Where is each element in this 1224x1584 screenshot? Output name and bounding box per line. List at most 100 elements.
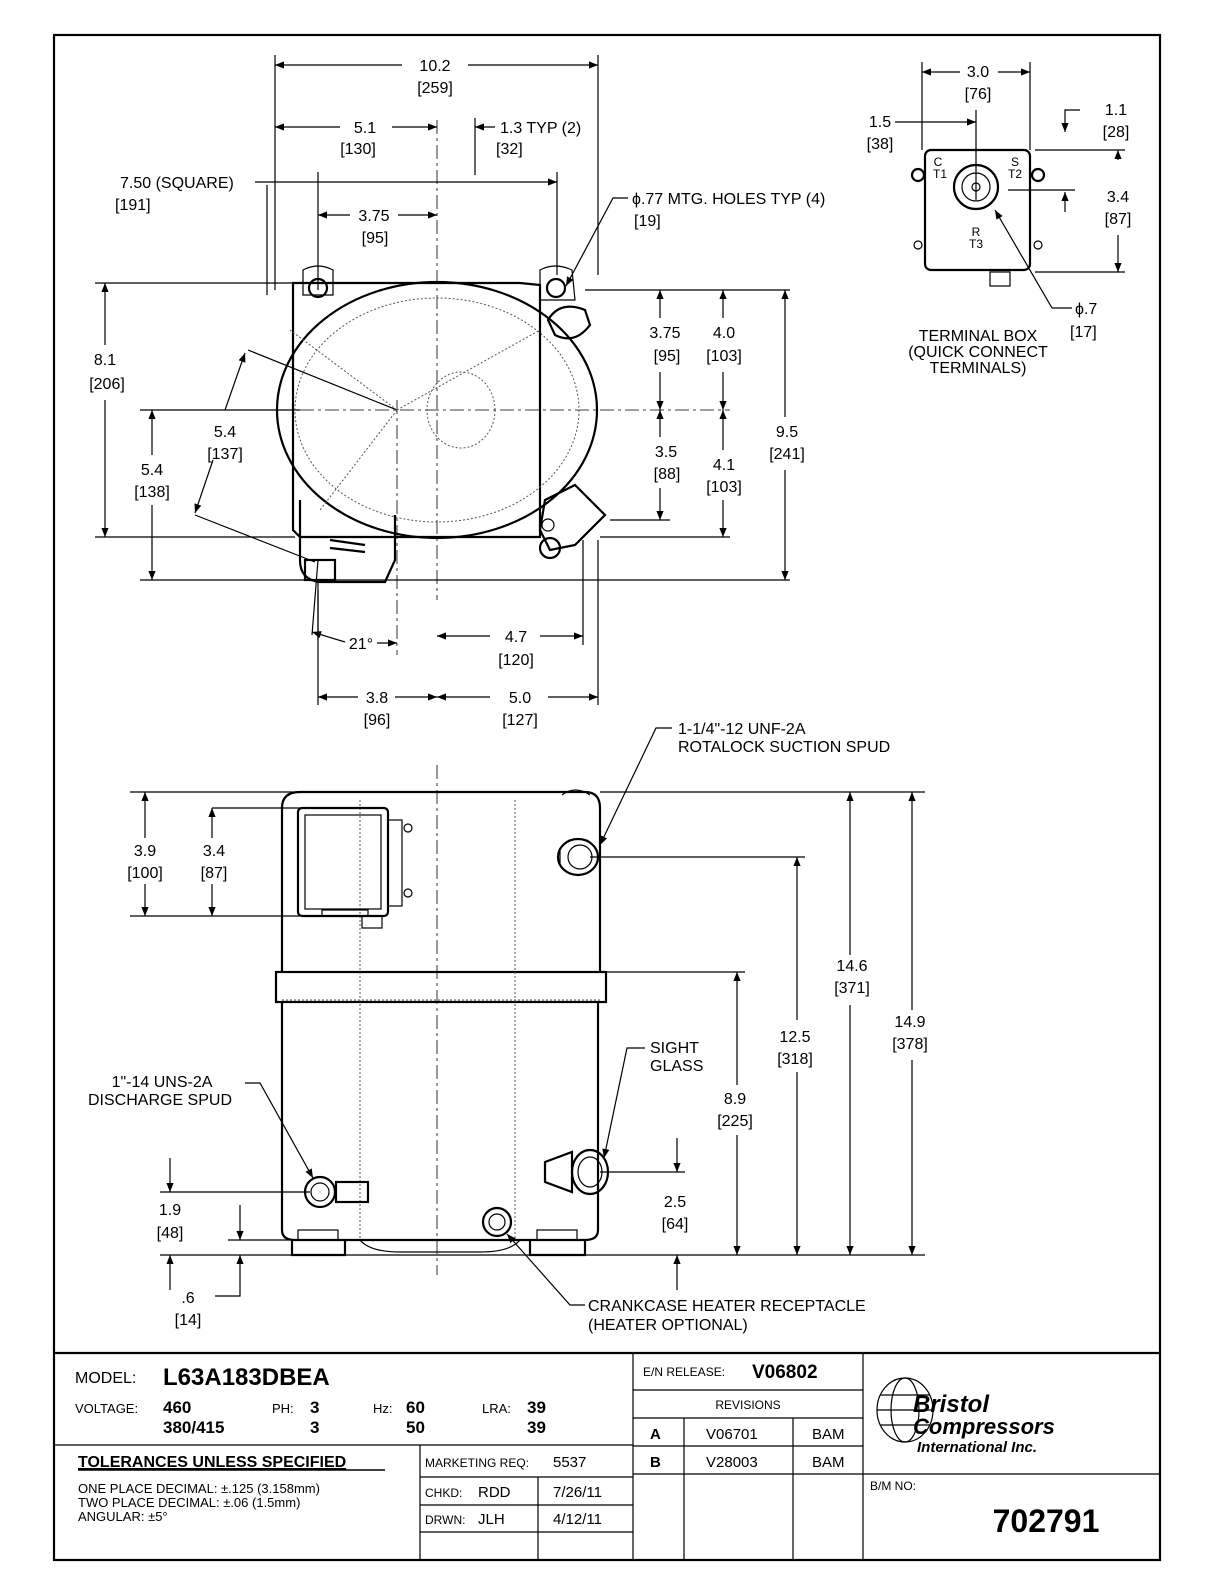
tolerance-two-place: TWO PLACE DECIMAL: ±.06 (1.5mm) <box>78 1495 300 1510</box>
en-release-label: E/N RELEASE: <box>643 1365 725 1379</box>
dim-5-4-radius-mm: [137] <box>207 446 243 463</box>
dim-3-4-mm: [87] <box>201 865 228 882</box>
dim-12-5: 12.5 <box>779 1029 810 1046</box>
tb-dim-3-0-mm: [76] <box>965 86 992 103</box>
terminal-t2: T2 <box>1008 167 1022 181</box>
tb-dim-1-5-mm: [38] <box>867 136 894 153</box>
marketing-req-label: MARKETING REQ: <box>425 1456 529 1470</box>
dim-10-2-mm: [259] <box>417 80 453 97</box>
dim-1-3-mm: [32] <box>496 141 523 158</box>
crankcase-callout-2: (HEATER OPTIONAL) <box>588 1317 748 1334</box>
dim-7-50: 7.50 (SQUARE) <box>120 175 234 192</box>
dim-5-4-radius: 5.4 <box>214 424 236 441</box>
dim-14-9: 14.9 <box>894 1014 925 1031</box>
dim-1-9: 1.9 <box>159 1202 181 1219</box>
logo-line-2: Compressors <box>913 1414 1055 1439</box>
suction-spud-callout-2: ROTALOCK SUCTION SPUD <box>678 739 890 756</box>
ph-2: 3 <box>310 1418 319 1437</box>
hz-2: 50 <box>406 1418 425 1437</box>
dim-3-75v-mm: [95] <box>654 348 681 365</box>
top-view: 10.2 [259] 5.1 [130] 1.3 TYP (2) [32] 7.… <box>89 55 825 729</box>
suction-spud-callout-1: 1-1/4"-12 UNF-2A <box>678 721 806 738</box>
terminal-t3: T3 <box>969 237 983 251</box>
marketing-req-value: 5537 <box>553 1454 586 1471</box>
dim-8-9-mm: [225] <box>717 1113 753 1130</box>
dim-1-3: 1.3 TYP (2) <box>500 120 581 137</box>
logo-line-3: International Inc. <box>917 1439 1037 1456</box>
terminal-t1: T1 <box>933 167 947 181</box>
dim-12-5-mm: [318] <box>777 1051 813 1068</box>
dim-7-50-mm: [191] <box>115 197 151 214</box>
rev-a-en: V06701 <box>706 1426 758 1443</box>
dim-5-1: 5.1 <box>354 120 376 137</box>
dim-3-5: 3.5 <box>655 444 677 461</box>
lra-2: 39 <box>527 1418 546 1437</box>
dim-9-5: 9.5 <box>776 424 798 441</box>
dim-5-4-mm: [138] <box>134 484 170 501</box>
en-release-value: V06802 <box>752 1362 818 1383</box>
ph-1: 3 <box>310 1398 319 1417</box>
crankcase-callout-1: CRANKCASE HEATER RECEPTACLE <box>588 1298 866 1315</box>
dim-8-1-mm: [206] <box>89 376 125 393</box>
terminal-box-view: C T1 S T2 R T3 3.0 [76] 1.5 [38] 1.1 [28… <box>867 62 1132 377</box>
dim-10-2: 10.2 <box>419 58 450 75</box>
revisions-heading: REVISIONS <box>715 1398 780 1412</box>
voltage-1: 460 <box>163 1398 191 1417</box>
model-number: L63A183DBEA <box>163 1364 330 1391</box>
terminal-r: R <box>972 225 981 239</box>
dim-4-1: 4.1 <box>713 457 735 474</box>
dim-3-4: 3.4 <box>203 843 225 860</box>
dim-3-8-mm: [96] <box>364 712 391 729</box>
tb-dim-1-1-mm: [28] <box>1103 124 1130 141</box>
tolerances-heading: TOLERANCES UNLESS SPECIFIED <box>78 1454 346 1471</box>
tb-dim-1-1: 1.1 <box>1105 102 1127 119</box>
lra-1: 39 <box>527 1398 546 1417</box>
dim-8-1: 8.1 <box>94 352 116 369</box>
dim-5-4: 5.4 <box>141 462 163 479</box>
sight-glass-label-1: SIGHT <box>650 1040 699 1057</box>
bristol-logo: Bristol Compressors International Inc. <box>876 1377 1055 1456</box>
title-block: MODEL: L63A183DBEA VOLTAGE: 460 380/415 … <box>54 1351 1160 1560</box>
rev-a: A <box>650 1426 661 1443</box>
dim-4-0-mm: [103] <box>706 348 742 365</box>
tb-dim-3-4: 3.4 <box>1107 189 1129 206</box>
angle-21: 21° <box>349 636 373 653</box>
dim-8-9: 8.9 <box>724 1091 746 1108</box>
tolerance-one-place: ONE PLACE DECIMAL: ±.125 (3.158mm) <box>78 1481 320 1496</box>
dim-3-75h-mm: [95] <box>362 230 389 247</box>
ph-label: PH: <box>272 1401 294 1416</box>
tb-dim-1-5: 1.5 <box>869 114 891 131</box>
hz-label: Hz: <box>373 1401 393 1416</box>
voltage-2: 380/415 <box>163 1418 224 1437</box>
dim-14-6: 14.6 <box>836 958 867 975</box>
voltage-label: VOLTAGE: <box>75 1401 138 1416</box>
logo-line-1: Bristol <box>913 1391 990 1418</box>
dim-14-6-mm: [371] <box>834 980 870 997</box>
lra-label: LRA: <box>482 1401 511 1416</box>
model-label: MODEL: <box>75 1370 136 1387</box>
dim-5-1-mm: [130] <box>340 141 376 158</box>
dim-3-8: 3.8 <box>366 690 388 707</box>
chkd-value: RDD <box>478 1484 511 1501</box>
dim-0-6-mm: [14] <box>175 1312 202 1329</box>
bm-number: 702791 <box>993 1503 1100 1539</box>
bm-label: B/M NO: <box>870 1479 916 1493</box>
dim-3-9: 3.9 <box>134 843 156 860</box>
drwn-label: DRWN: <box>425 1513 465 1527</box>
mtg-holes-mm: [19] <box>634 213 661 230</box>
tb-dim-0-7-mm: [17] <box>1070 324 1097 341</box>
dim-5-0: 5.0 <box>509 690 531 707</box>
dim-2-5: 2.5 <box>664 1194 686 1211</box>
rev-b-en: V28003 <box>706 1454 758 1471</box>
tb-dim-0-7: ϕ.7 <box>1075 301 1097 318</box>
dim-9-5-mm: [241] <box>769 446 805 463</box>
drwn-value: JLH <box>478 1511 505 1528</box>
tb-dim-3-4-mm: [87] <box>1105 211 1132 228</box>
discharge-spud-callout-2: DISCHARGE SPUD <box>88 1092 232 1109</box>
sheet-border <box>52 33 1162 1562</box>
drwn-date: 4/12/11 <box>553 1511 602 1528</box>
terminal-c: C <box>934 155 943 169</box>
dim-1-9-mm: [48] <box>157 1225 184 1242</box>
dim-3-75h: 3.75 <box>358 208 389 225</box>
